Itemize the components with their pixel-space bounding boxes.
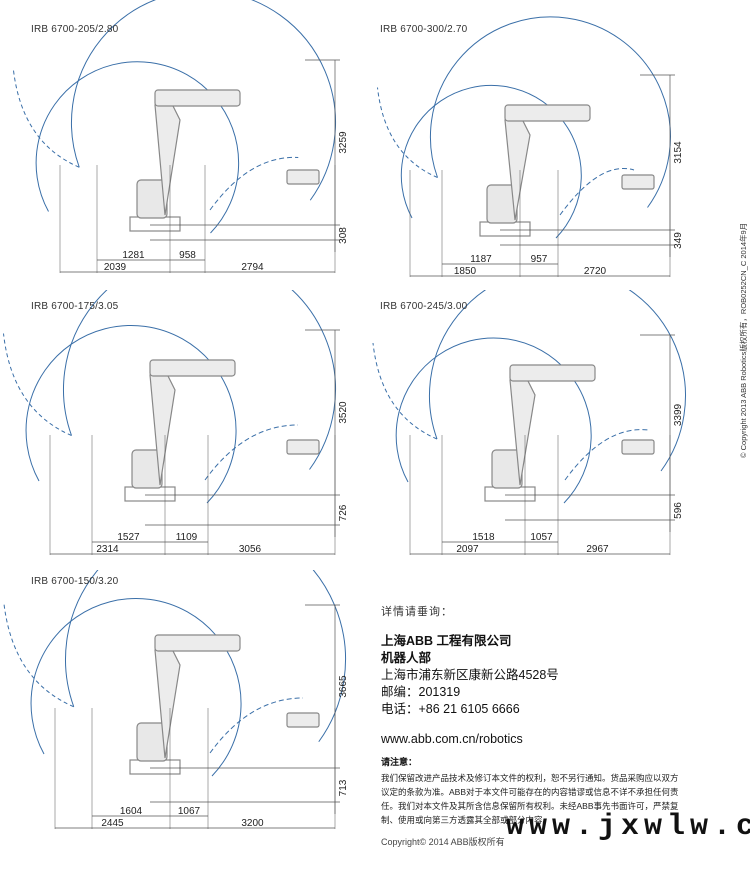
outer-envelope-dashed [377,87,438,178]
website-link[interactable]: www.abb.com.cn/robotics [381,732,523,746]
reach-mid-label: 1057 [530,532,553,543]
panel-title: IRB 6700-205/2.80 [31,24,119,35]
contact-intro: 详情请垂询： [381,606,453,618]
robot-base [479,221,531,237]
notice-line: 任。我们对本文件及其所含信息保留所有权利。未经ABB事先书面许可，严禁复 [381,801,679,811]
robot-upper-arm [154,634,241,652]
base-height-label: 726 [338,504,349,521]
diagram-panel-2: IRB 6700-300/2.70 3154 349 1187 957 1850 2720 [370,0,750,290]
robot-upper-arm [154,89,241,107]
notice-block: 请注意： 我们保留改进产品技术及修订本文件的权利，恕不另行通知。货品采购应以双方… [381,755,711,827]
work-envelope-diagram: 3520 726 1527 1109 2314 3056 [3,253,349,555]
notice-line: 我们保留改进产品技术及修订本文件的权利，恕不另行通知。货品采购应以双方 [381,773,679,783]
robot-upper-arm [504,104,591,122]
outer-envelope [429,16,671,208]
height-label: 3520 [338,401,349,424]
inner-envelope-dashed [564,429,649,481]
reach-right-label: 3200 [241,818,264,829]
watermark: www.jxwlw.cn [506,810,750,844]
diagram-panel-5: IRB 6700-150/3.20 3665 713 1604 1067 2445 320… [0,519,370,860]
inner-envelope-dashed [559,168,635,216]
outer-envelope-dashed [372,342,438,440]
side-copyright: © Copyright 2013 ABB Robotics版权所有，ROB025… [739,222,748,458]
reach-inner-label: 1281 [122,250,145,261]
outer-envelope-dashed [12,68,80,168]
reach-left-label: 2097 [456,544,479,555]
height-label: 3665 [338,675,349,698]
reach-left-label: 2445 [101,818,124,829]
robot-upper-arm [149,359,236,377]
work-envelope-diagram: 3154 349 1187 957 1850 2720 [377,16,684,277]
inner-envelope-dashed [209,156,299,211]
address: 上海市浦东新区康新公路4528号 [381,668,559,682]
work-envelope-diagram: 3259 308 1281 958 2039 2794 [12,0,349,273]
postcode: 邮编：201319 [381,685,461,699]
robot-base [124,486,176,502]
reach-left-label: 2314 [96,544,119,555]
panel-title: IRB 6700-300/2.70 [380,24,468,35]
reach-right-label: 2967 [586,544,609,555]
reach-mid-label: 1067 [178,806,201,817]
robot-base [129,216,181,232]
height-label: 3399 [673,403,684,426]
base-height-label: 308 [338,227,349,244]
division-name: 机器人部 [381,651,432,665]
work-envelope-diagram: 3399 596 1518 1057 2097 2967 [372,267,686,555]
inner-envelope-dashed [209,697,304,754]
robot-base [484,486,536,502]
robot-tool-end [286,712,320,728]
diagram-panel-1: IRB 6700-205/2.80 3259 308 1281 958 2039 2794 [0,0,370,290]
work-envelope-diagram: 3665 713 1604 1067 2445 3200 [3,519,349,829]
outer-envelope [70,0,336,201]
reach-mid-label: 958 [179,250,196,261]
contact-block: 详情请垂询： 上海ABB 工程有限公司 机器人部 上海市浦东新区康新公路4528… [381,603,721,746]
inner-envelope-dashed [204,424,299,481]
panel-title: IRB 6700-245/3.00 [380,301,468,312]
diagram-panel-3: IRB 6700-175/3.05 3520 726 1527 1109 2314 305… [0,253,370,570]
phone: 电话：+86 21 6105 6666 [381,702,520,716]
reach-right-label: 2720 [584,266,607,277]
robot-base [129,759,181,775]
reach-inner-label: 1187 [470,254,492,265]
footer-copyright: Copyright© 2014 ABB版权所有 [381,837,505,847]
robot-tool-end [286,169,320,185]
diagram-panel-4: IRB 6700-245/3.00 3399 596 1518 1057 2097 296… [370,267,750,570]
reach-right-label: 3056 [239,544,262,555]
reach-inner-label: 1527 [117,532,140,543]
reach-left-label: 2039 [104,262,127,273]
height-label: 3259 [338,131,349,154]
mid-envelope [25,324,237,504]
reach-right-label: 2794 [241,262,264,273]
mid-envelope [30,597,242,777]
robot-tool-end [286,439,320,455]
robot-tool-end [621,174,655,190]
mid-envelope [400,84,582,239]
base-height-label: 713 [338,779,349,796]
reach-left-label: 1850 [454,266,477,277]
company-name: 上海ABB 工程有限公司 [381,634,512,648]
outer-envelope-dashed [3,601,74,708]
panel-title: IRB 6700-150/3.20 [31,576,119,587]
notice-title: 请注意： [381,757,418,767]
base-height-label: 596 [673,502,684,519]
panel-title: IRB 6700-175/3.05 [31,301,119,312]
height-label: 3154 [673,141,684,164]
reach-mid-label: 1109 [176,532,198,543]
notice-line: 议定的条款为准。ABB对于本文件可能存在的内容错谬或信息不详不承担任何责 [381,787,679,797]
reach-inner-label: 1604 [120,806,143,817]
outer-envelope-dashed [3,333,72,436]
robot-upper-arm [509,364,596,382]
reach-mid-label: 957 [531,254,548,265]
notice-line: 制、使用或向第三方透露其全部或部分内容。 [381,815,552,825]
reach-inner-label: 1518 [472,532,495,543]
mid-envelope [395,337,592,504]
robot-tool-end [621,439,655,455]
mid-envelope [35,61,240,234]
base-height-label: 349 [673,232,684,249]
